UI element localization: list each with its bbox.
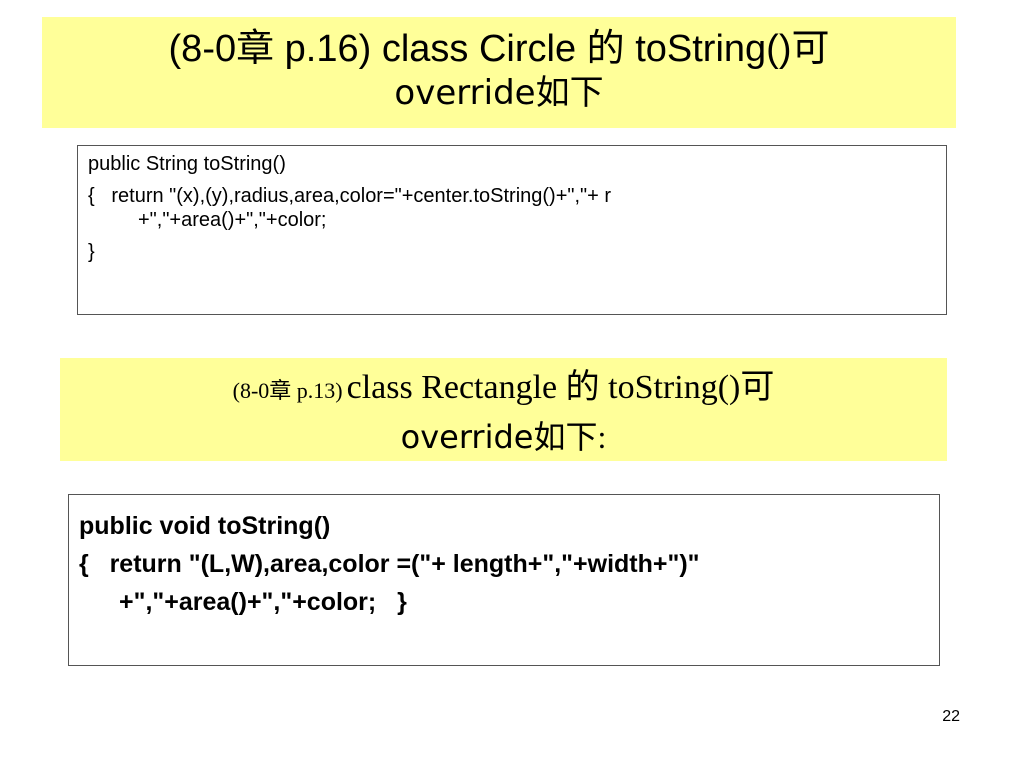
code-line: { return "(x),(y),radius,area,color="+ce… <box>88 185 612 207</box>
circle-code-box: public String toString() { return "(x),(… <box>77 145 947 315</box>
circle-title-box: (8-0章 p.16) class Circle 的 toString()可 o… <box>42 17 956 128</box>
code-line-continuation: +","+area()+","+color; } <box>119 588 407 616</box>
rectangle-title-colon: : <box>597 419 607 455</box>
rectangle-title-box: (8-0章 p.13) class Rectangle 的 toString()… <box>60 358 947 461</box>
rectangle-title-line1: (8-0章 p.13) class Rectangle 的 toString()… <box>60 366 947 416</box>
code-line-continuation: +","+area()+","+color; <box>138 209 327 231</box>
circle-title-line2: override如下 <box>394 73 604 113</box>
code-line: public String toString() <box>88 153 286 175</box>
code-line: public void toString() <box>79 512 331 540</box>
rectangle-title-main: class Rectangle 的 toString()可 <box>346 369 775 406</box>
code-line: } <box>88 241 95 263</box>
rectangle-title-prefix: (8-0章 p.13) <box>232 378 343 403</box>
circle-title-line1: (8-0章 p.16) class Circle 的 toString()可 <box>168 28 830 70</box>
code-line: { return "(L,W),area,color =("+ length+"… <box>79 550 700 578</box>
page-number: 22 <box>942 708 960 725</box>
rectangle-title-line2: override如下: <box>60 416 947 458</box>
rectangle-title-override: override如下 <box>400 418 598 456</box>
rectangle-code-box: public void toString() { return "(L,W),a… <box>68 494 940 666</box>
